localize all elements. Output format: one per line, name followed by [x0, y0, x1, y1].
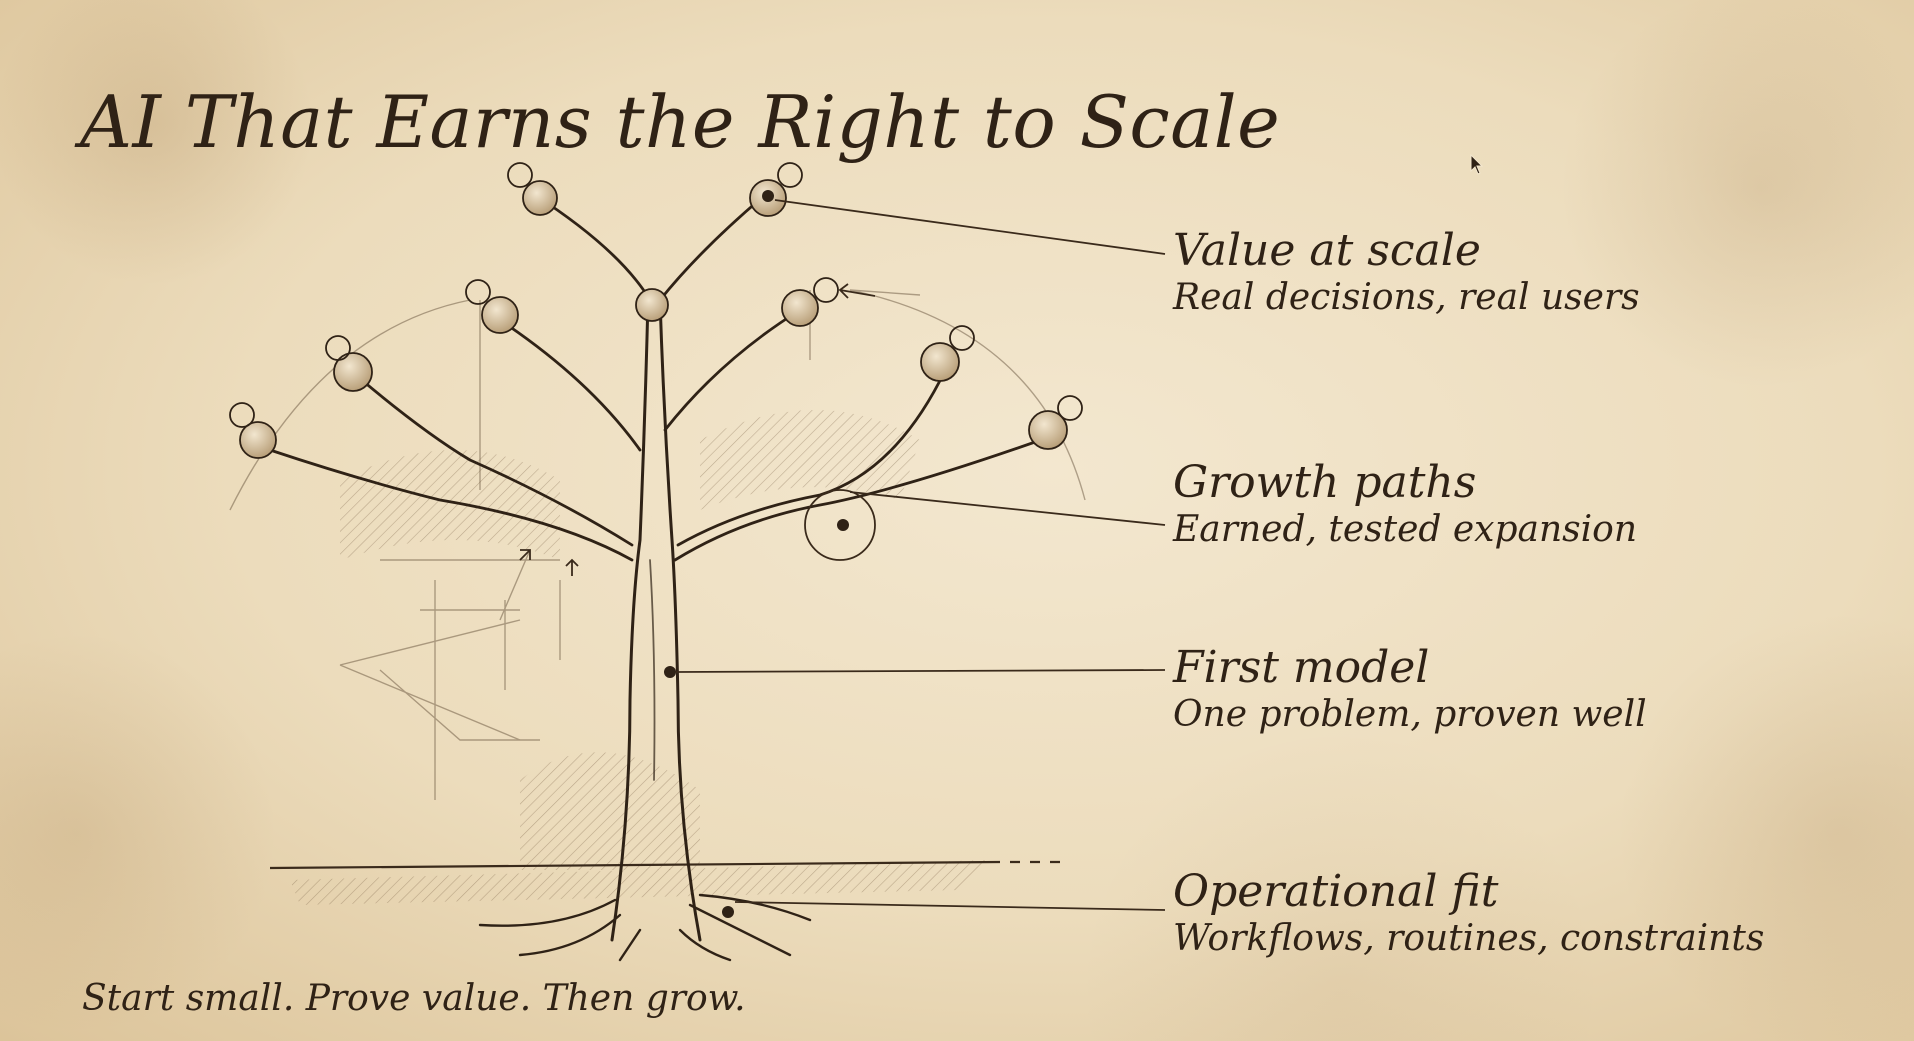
label-subtitle: Real decisions, real users: [1173, 276, 1640, 320]
label-subtitle: Earned, tested expansion: [1173, 508, 1637, 552]
label-first-model: First model One problem, proven well: [1173, 643, 1647, 737]
tree-fruits: [230, 163, 1082, 458]
page-title: AI That Earns the Right to Scale: [80, 80, 1280, 164]
label-operational-fit: Operational fit Workflows, routines, con…: [1173, 867, 1764, 961]
label-subtitle: One problem, proven well: [1173, 693, 1647, 737]
label-heading: First model: [1173, 643, 1647, 693]
label-heading: Growth paths: [1173, 458, 1637, 508]
leader-lines: [676, 200, 1165, 910]
label-growth-paths: Growth paths Earned, tested expansion: [1173, 458, 1637, 552]
label-value-at-scale: Value at scale Real decisions, real user…: [1173, 226, 1640, 320]
label-heading: Value at scale: [1173, 226, 1640, 276]
tree-roots: [480, 895, 810, 960]
shade-hatching: [290, 410, 990, 905]
tagline: Start small. Prove value. Then grow.: [82, 978, 746, 1019]
mouse-cursor-icon: [1470, 154, 1484, 176]
label-subtitle: Workflows, routines, constraints: [1173, 917, 1764, 961]
label-heading: Operational fit: [1173, 867, 1764, 917]
